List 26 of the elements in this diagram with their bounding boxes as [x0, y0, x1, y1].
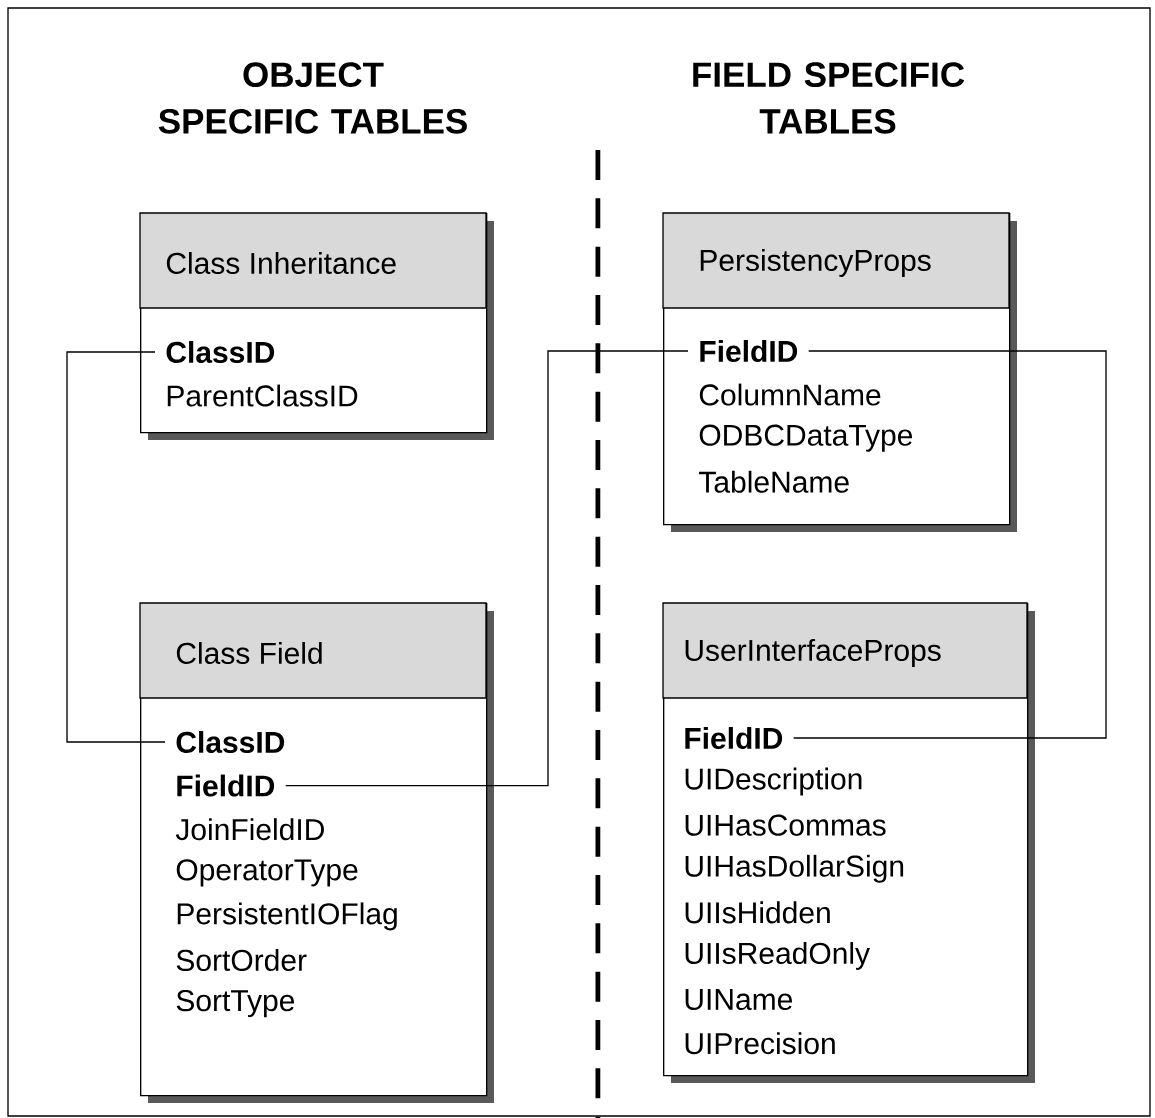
field-name: FieldID — [700, 339, 798, 362]
field-name: UIHasDollarSign — [685, 854, 904, 883]
field-name: SortOrder — [176, 948, 307, 971]
field-name: ClassID — [176, 730, 285, 753]
field-name: UIIsReadOnly — [685, 942, 870, 970]
field-name: UIDescription — [685, 767, 862, 796]
field-name: PersistentIOFlag — [177, 902, 397, 931]
field-name: FieldID — [177, 774, 275, 797]
field-name: SortType — [176, 990, 295, 1018]
connector-line — [793, 350, 1107, 739]
field-name: FieldID — [685, 726, 783, 749]
connector-line — [285, 350, 689, 787]
connector-line — [66, 351, 166, 743]
field-name: UIPrecision — [685, 1032, 835, 1055]
field-name: OperatorType — [176, 859, 358, 887]
field-name: ODBCDataType — [699, 424, 913, 452]
field-name: ParentClassID — [167, 384, 358, 407]
field-name: UIName — [685, 989, 792, 1011]
field-name: ColumnName — [699, 383, 881, 406]
section-heading: FIELD SPECIFIC TABLES — [693, 62, 965, 134]
section-heading: OBJECT SPECIFIC TABLES — [158, 62, 467, 134]
field-name: UIIsHidden — [685, 901, 830, 924]
field-name: UIHasCommas — [685, 814, 886, 836]
field-name: TableName — [699, 470, 849, 493]
field-name: ClassID — [166, 340, 275, 363]
field-name: JoinFieldID — [175, 818, 324, 841]
